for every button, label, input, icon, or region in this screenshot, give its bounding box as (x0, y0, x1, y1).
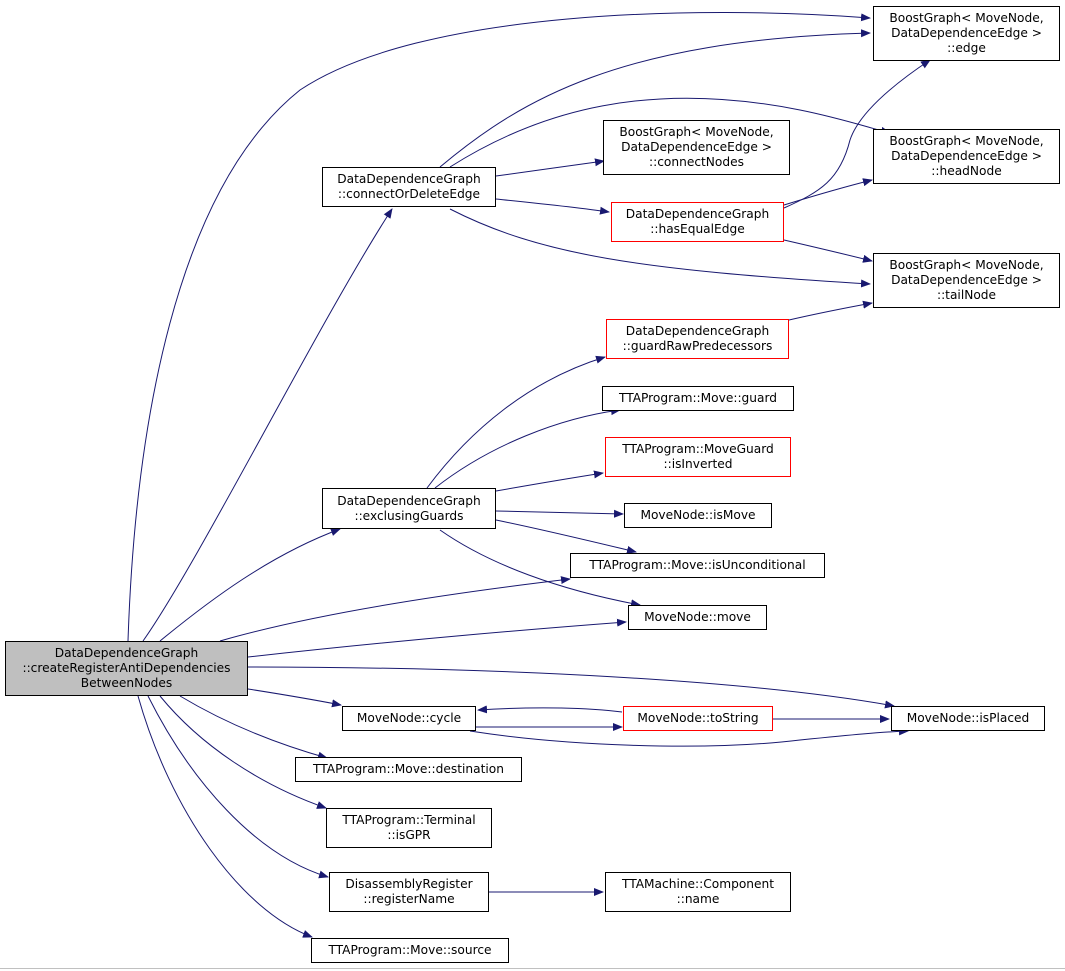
edge-connect-or-delete-edge-to-boost-tail-node (449, 208, 871, 288)
edge-connect-or-delete-edge-to-has-equal-edge (495, 198, 610, 215)
node-label: TTAMachine::Component ::name (621, 877, 775, 906)
node-terminal-is-gpr[interactable]: TTAProgram::Terminal ::isGPR (326, 808, 492, 848)
node-label: TTAProgram::Move::source (328, 943, 492, 957)
edge-root-to-terminal-is-gpr (159, 695, 327, 809)
node-label: TTAProgram::Move::destination (313, 762, 504, 776)
node-exclusing-guards[interactable]: DataDependenceGraph ::exclusingGuards (322, 488, 496, 529)
node-disassembly-register-name[interactable]: DisassemblyRegister ::registerName (329, 872, 489, 912)
node-label: DataDependenceGraph ::guardRawPredecesso… (622, 324, 773, 353)
edge-root-to-connect-or-delete-edge (142, 208, 393, 642)
node-move-guard-is-inverted[interactable]: TTAProgram::MoveGuard ::isInverted (605, 437, 791, 477)
edge-exclusing-guards-to-movenode-is-move (495, 509, 624, 518)
edge-connect-or-delete-edge-to-boost-edge (439, 29, 871, 168)
node-movenode-is-placed[interactable]: MoveNode::isPlaced (891, 706, 1045, 731)
node-boost-graph-head-node[interactable]: BoostGraph< MoveNode, DataDependenceEdge… (873, 129, 1060, 184)
node-movenode-is-move[interactable]: MoveNode::isMove (624, 503, 772, 528)
node-label: MoveNode::move (644, 610, 751, 624)
node-create-register-anti-dependencies-between-nodes: DataDependenceGraph ::createRegisterAnti… (5, 641, 248, 696)
edge-exclusing-guards-to-move-guard-is-inverted (495, 470, 604, 492)
node-movenode-move[interactable]: MoveNode::move (628, 605, 767, 630)
node-label: BoostGraph< MoveNode, DataDependenceEdge… (619, 125, 774, 169)
edge-exclusing-guards-to-movenode-move (439, 529, 641, 608)
edge-connect-or-delete-edge-to-boost-head-node (449, 97, 891, 168)
node-label: TTAProgram::Move::guard (618, 391, 778, 405)
edge-root-to-movenode-move (247, 618, 627, 658)
node-move-guard[interactable]: TTAProgram::Move::guard (602, 386, 794, 411)
node-label: BoostGraph< MoveNode, DataDependenceEdge… (889, 258, 1044, 302)
node-label: TTAProgram::MoveGuard ::isInverted (622, 442, 774, 471)
edge-exclusing-guards-to-guard-raw-predecessors (426, 355, 606, 489)
node-label: DataDependenceGraph ::connectOrDeleteEdg… (337, 172, 481, 201)
node-move-source[interactable]: TTAProgram::Move::source (311, 938, 509, 963)
node-connect-or-delete-edge[interactable]: DataDependenceGraph ::connectOrDeleteEdg… (322, 167, 496, 207)
bottom-divider (0, 968, 1065, 969)
node-has-equal-edge[interactable]: DataDependenceGraph ::hasEqualEdge (611, 202, 784, 242)
node-label: MoveNode::toString (637, 711, 759, 725)
node-movenode-cycle[interactable]: MoveNode::cycle (342, 706, 476, 731)
node-label: TTAProgram::Terminal ::isGPR (342, 813, 476, 842)
edge-root-to-exclusing-guards (159, 528, 341, 642)
edge-has-equal-edge-to-boost-tail-node (783, 239, 873, 263)
node-label: DisassemblyRegister ::registerName (345, 877, 473, 906)
node-label: DataDependenceGraph ::createRegisterAnti… (22, 646, 231, 690)
edge-movenode-cycle-to-movenode-is-placed (469, 727, 909, 747)
edge-root-to-move-source (137, 695, 313, 938)
node-component-name[interactable]: TTAMachine::Component ::name (605, 872, 791, 912)
edge-movenode-to-string-to-movenode-cycle (477, 705, 623, 714)
edge-connect-or-delete-edge-to-boost-connect-nodes (495, 158, 605, 177)
node-boost-graph-edge[interactable]: BoostGraph< MoveNode, DataDependenceEdge… (873, 6, 1060, 61)
edge-exclusing-guards-to-move-guard (434, 407, 621, 489)
node-label: BoostGraph< MoveNode, DataDependenceEdge… (889, 11, 1044, 55)
node-boost-graph-connect-nodes[interactable]: BoostGraph< MoveNode, DataDependenceEdge… (603, 120, 790, 175)
node-label: MoveNode::cycle (356, 711, 462, 725)
node-label: MoveNode::isPlaced (906, 711, 1030, 725)
node-label: TTAProgram::Move::isUnconditional (589, 558, 806, 572)
edge-root-to-disassembly-register-name (147, 695, 329, 879)
node-guard-raw-predecessors[interactable]: DataDependenceGraph ::guardRawPredecesso… (606, 319, 789, 359)
node-move-is-unconditional[interactable]: TTAProgram::Move::isUnconditional (570, 553, 825, 578)
node-label: DataDependenceGraph ::hasEqualEdge (625, 207, 770, 236)
edge-has-equal-edge-to-boost-edge (783, 59, 931, 209)
node-label: DataDependenceGraph ::exclusingGuards (337, 493, 481, 523)
node-label: BoostGraph< MoveNode, DataDependenceEdge… (889, 134, 1044, 178)
node-movenode-to-string[interactable]: MoveNode::toString (623, 706, 773, 731)
node-label: MoveNode::isMove (640, 508, 756, 522)
edge-root-to-movenode-is-placed (247, 666, 895, 709)
edge-guard-raw-predecessors-to-boost-tail-node (788, 300, 873, 321)
edge-root-to-movenode-cycle (247, 688, 342, 708)
node-move-destination[interactable]: TTAProgram::Move::destination (295, 757, 522, 782)
edge-exclusing-guards-to-move-is-unconditional (495, 519, 637, 554)
edge-has-equal-edge-to-boost-head-node (783, 178, 873, 206)
edge-root-to-move-is-unconditional (219, 576, 571, 642)
node-boost-graph-tail-node[interactable]: BoostGraph< MoveNode, DataDependenceEdge… (873, 253, 1060, 308)
edge-root-to-move-destination (179, 695, 328, 760)
edge-root-to-boost-edge (127, 12, 871, 642)
